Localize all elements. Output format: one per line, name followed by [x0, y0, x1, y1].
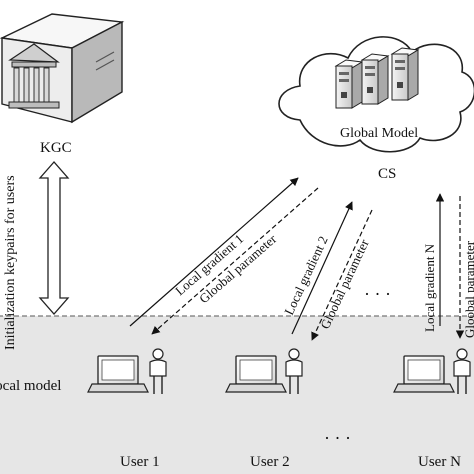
person-icon — [453, 348, 471, 394]
server-icon — [360, 53, 390, 105]
global-parameter-1-arrow — [151, 187, 319, 335]
local-model-label: Local model — [0, 378, 61, 394]
laptop-icon — [87, 355, 149, 393]
users-ellipsis: · · · — [324, 428, 351, 448]
global-parameter-n-label: Gloobal parameter — [462, 240, 474, 338]
local-model-band — [0, 315, 474, 474]
keypair-double-arrow — [38, 161, 70, 315]
keypairs-label: Initialization keypairs for users — [3, 175, 18, 350]
person-icon — [149, 348, 167, 394]
person-icon — [285, 348, 303, 394]
local-gradient-2-arrow — [291, 201, 353, 335]
server-icon — [390, 47, 420, 101]
local-gradient-1-arrow — [129, 177, 299, 327]
cs-label: CS — [378, 166, 396, 182]
global-model-label: Global Model — [340, 126, 418, 141]
kgc-server-icon — [0, 13, 125, 124]
server-icon — [334, 59, 364, 109]
kgc-label: KGC — [40, 140, 72, 156]
user-2-label: User 2 — [250, 454, 290, 470]
laptop-icon — [225, 355, 287, 393]
user-n-label: User N — [418, 454, 461, 470]
user-1-label: User 1 — [120, 454, 160, 470]
laptop-icon — [393, 355, 455, 393]
local-gradient-n-label: Local gradient N — [422, 243, 437, 332]
links-ellipsis: · · · — [364, 284, 391, 304]
